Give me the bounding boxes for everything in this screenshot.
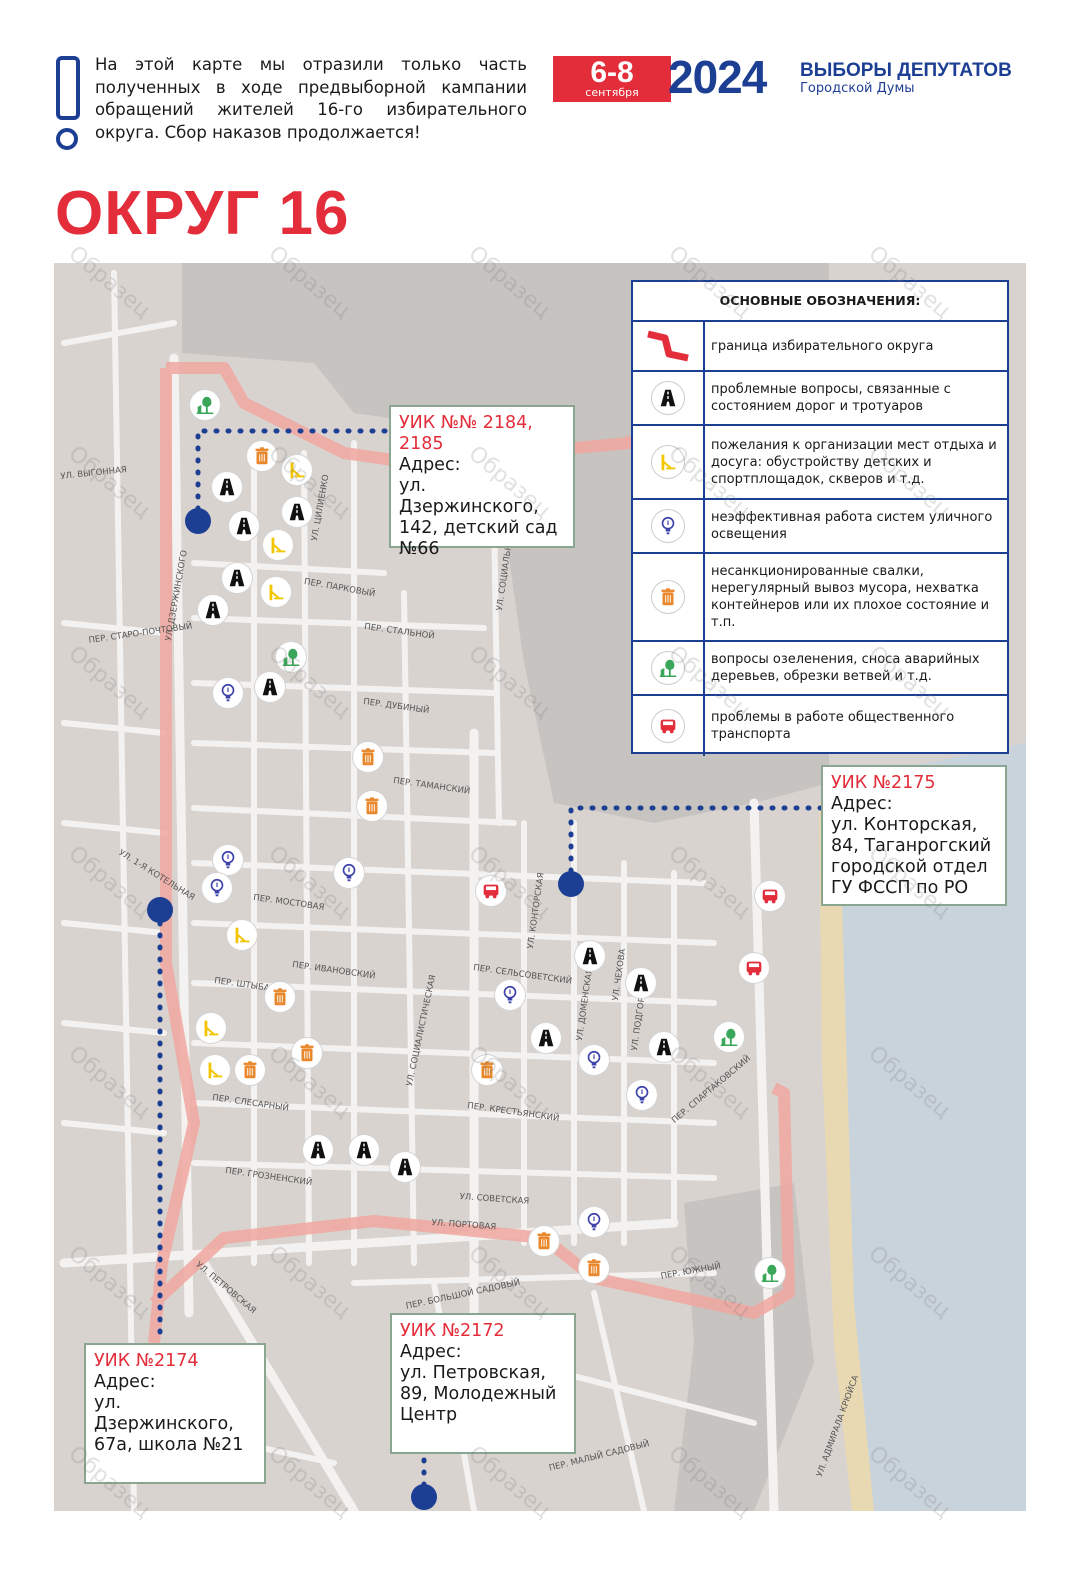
legend-text-roads: проблемные вопросы, связанные с состояни… (711, 382, 951, 414)
uik-2174-info-box: УИК №2174 Адрес: ул. Дзержинского, 67а, … (84, 1343, 266, 1484)
road-issue-icon[interactable] (303, 1135, 333, 1165)
lightbulb-icon[interactable] (579, 1045, 609, 1075)
trash-bin-icon[interactable] (265, 982, 295, 1012)
bus-icon[interactable] (755, 881, 785, 911)
trash-bin-icon[interactable] (529, 1226, 559, 1256)
road-issue-icon[interactable] (575, 941, 605, 971)
uik-2184-title: УИК №№ 2184, 2185 (399, 413, 533, 454)
lightbulb-icon[interactable] (627, 1080, 657, 1110)
uik-2172-address-label: Адрес: (400, 1342, 462, 1362)
lightbulb-icon[interactable] (202, 873, 232, 903)
lightbulb-icon[interactable] (334, 858, 364, 888)
road-issue-icon[interactable] (255, 672, 285, 702)
district-title: ОКРУГ 16 (55, 179, 350, 248)
uik-2172-address: ул. Петровская, 89, Молодежный Центр (400, 1363, 557, 1425)
bus-icon[interactable] (739, 953, 769, 983)
legend-text-leisure: пожелания к организации мест отдыха и до… (711, 437, 997, 487)
trash-bin-icon[interactable] (247, 441, 277, 471)
legend-text-boundary: граница избирательного округа (711, 338, 934, 354)
road-icon (633, 372, 705, 424)
tree-icon[interactable] (276, 642, 306, 672)
legend-text-transport: проблемы в работе общественного транспор… (711, 710, 955, 742)
trash-bin-icon[interactable] (353, 742, 383, 772)
legend-row-transport: проблемы в работе общественного транспор… (633, 696, 1007, 756)
election-year: 2024 (668, 51, 767, 103)
uik-2184-connector (195, 428, 392, 524)
election-month: сентября (585, 86, 639, 99)
uik-2172-info-box: УИК №2172 Адрес: ул. Петровская, 89, Мол… (390, 1313, 576, 1454)
road-issue-icon[interactable] (222, 563, 252, 593)
lightbulb-icon[interactable] (213, 678, 243, 708)
uik-2174-location-dot[interactable] (147, 897, 173, 923)
uik-2175-location-dot[interactable] (558, 871, 584, 897)
playground-slide-icon[interactable] (196, 1013, 226, 1043)
uik-2184-address: ул. Дзержинского, 142, детский сад №66 (399, 476, 558, 559)
road-issue-icon[interactable] (531, 1023, 561, 1053)
playground-slide-icon[interactable] (263, 530, 293, 560)
road-issue-icon[interactable] (390, 1152, 420, 1182)
trash-bin-icon[interactable] (235, 1055, 265, 1085)
road-issue-icon[interactable] (626, 968, 656, 998)
intro-marker (56, 56, 80, 120)
uik-2175-info-box: УИК №2175 Адрес: ул. Конторская, 84, Таг… (821, 765, 1007, 906)
uik-2174-address: ул. Дзержинского, 67а, школа №21 (94, 1393, 244, 1455)
legend-row-trash: несанкционированные свалки, нерегулярный… (633, 554, 1007, 642)
road-issue-icon[interactable] (198, 595, 228, 625)
lightbulb-icon[interactable] (579, 1207, 609, 1237)
uik-2184-info-box: УИК №№ 2184, 2185 Адрес: ул. Дзержинског… (389, 405, 575, 559)
election-subtitle: Городской Думы (800, 81, 915, 96)
bus-icon[interactable] (476, 876, 506, 906)
uik-2175-address: ул. Конторская, 84, Таганрогский городск… (831, 815, 992, 898)
uik-2184-address-label: Адрес: (399, 455, 461, 475)
uik-2175-address-label: Адрес: (831, 794, 893, 814)
uik-2175-connector (568, 805, 827, 886)
uik-2174-address-label: Адрес: (94, 1372, 156, 1392)
uik-2184-location-dot[interactable] (185, 508, 211, 534)
intro-text: На этой карте мы отразили только часть п… (95, 55, 527, 142)
legend-row-leisure: пожелания к организации мест отдыха и до… (633, 426, 1007, 500)
playground-slide-icon (633, 426, 705, 498)
legend-row-greenery: вопросы озеленения, сноса аварийных дере… (633, 642, 1007, 696)
road-issue-icon[interactable] (282, 497, 312, 527)
election-date-badge: 6-8 сентября (553, 56, 671, 102)
road-issue-icon[interactable] (649, 1032, 679, 1062)
intro-marker-dot (56, 128, 78, 150)
tree-icon[interactable] (190, 390, 220, 420)
legend-text-trash: несанкционированные свалки, нерегулярный… (711, 564, 990, 630)
trash-bin-icon[interactable] (357, 791, 387, 821)
playground-slide-icon[interactable] (282, 455, 312, 485)
legend-row-boundary: граница избирательного округа (633, 322, 1007, 372)
trash-bin-icon (633, 554, 705, 640)
tree-icon[interactable] (714, 1022, 744, 1052)
district-boundary-symbol (633, 322, 705, 370)
trash-bin-icon[interactable] (579, 1253, 609, 1283)
road-issue-icon[interactable] (349, 1135, 379, 1165)
legend-text-greenery: вопросы озеленения, сноса аварийных дере… (711, 652, 980, 684)
playground-slide-icon[interactable] (200, 1055, 230, 1085)
lightbulb-icon[interactable] (495, 980, 525, 1010)
playground-slide-icon[interactable] (261, 577, 291, 607)
uik-2172-title: УИК №2172 (400, 1321, 505, 1341)
tree-icon[interactable] (755, 1258, 785, 1288)
uik-2172-location-dot[interactable] (411, 1484, 437, 1510)
bus-icon (633, 696, 705, 756)
legend-row-roads: проблемные вопросы, связанные с состояни… (633, 372, 1007, 426)
trash-bin-icon[interactable] (472, 1055, 502, 1085)
trash-bin-icon[interactable] (292, 1038, 322, 1068)
uik-2175-title: УИК №2175 (831, 773, 936, 793)
lightbulb-icon (633, 500, 705, 552)
tree-icon (633, 642, 705, 694)
legend-text-lighting: неэффективная работа систем уличного осв… (711, 510, 993, 542)
lightbulb-icon[interactable] (213, 845, 243, 875)
legend-title: ОСНОВНЫЕ ОБОЗНАЧЕНИЯ: (633, 282, 1007, 322)
playground-slide-icon[interactable] (227, 920, 257, 950)
election-date: 6-8 (590, 56, 634, 89)
legend-row-lighting: неэффективная работа систем уличного осв… (633, 500, 1007, 554)
election-title: ВЫБОРЫ ДЕПУТАТОВ (800, 60, 1012, 81)
legend-panel: ОСНОВНЫЕ ОБОЗНАЧЕНИЯ: граница избиратель… (631, 280, 1009, 756)
road-issue-icon[interactable] (229, 511, 259, 541)
road-issue-icon[interactable] (212, 472, 242, 502)
uik-2174-title: УИК №2174 (94, 1351, 199, 1371)
